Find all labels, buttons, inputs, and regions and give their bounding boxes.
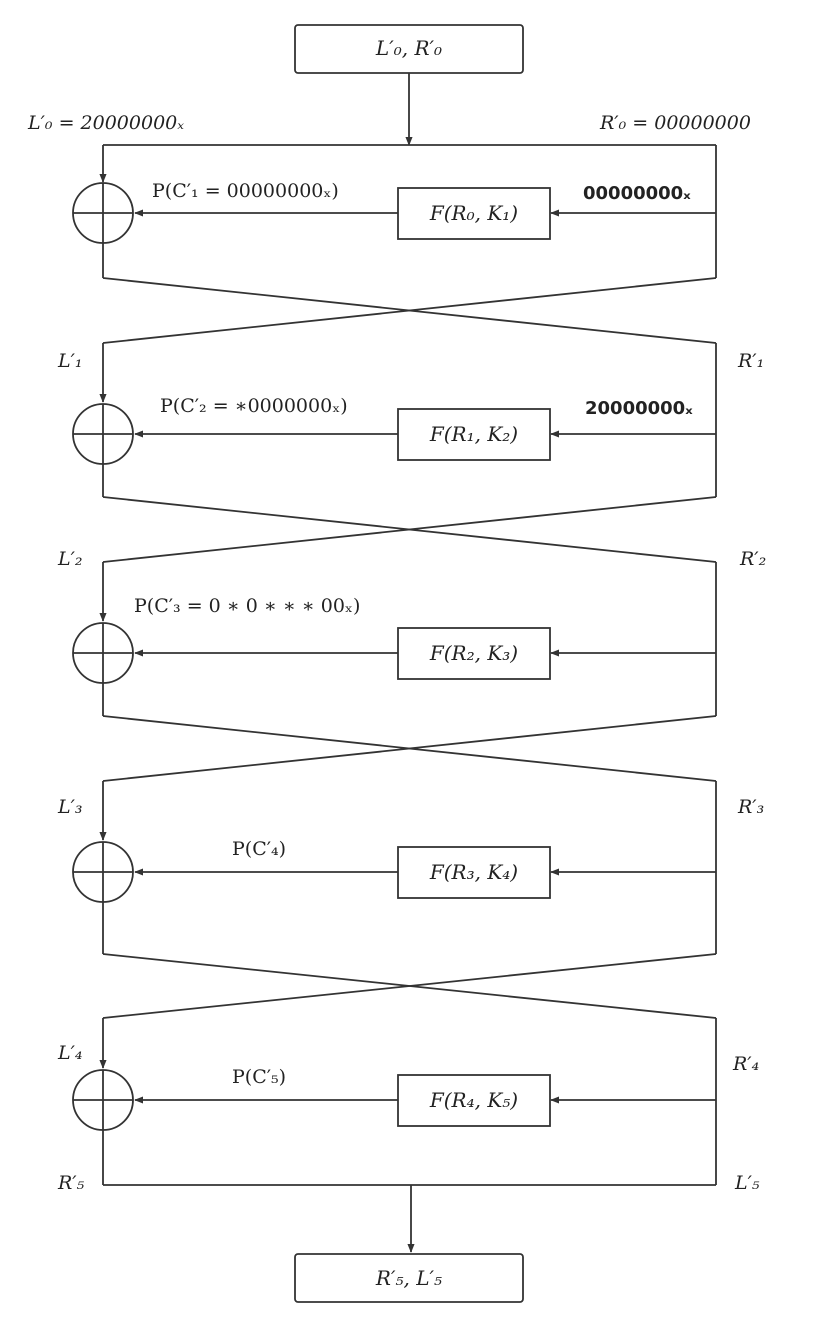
left-label-4: L′₄ (58, 1042, 83, 1064)
f-label-3: F(R₂, K₃) (429, 641, 519, 665)
f-label-5: F(R₄, K₅) (429, 1088, 519, 1112)
input-diff-1: 00000000ₓ (583, 183, 691, 204)
prob-label-2: P(C′₂ = ∗0000000ₓ) (160, 395, 348, 417)
right-label-4: R′₄ (733, 1053, 760, 1075)
prob-label-4: P(C′₄) (232, 838, 287, 860)
prob-label-1: P(C′₁ = 00000000ₓ) (152, 180, 339, 202)
cross-3b (102, 715, 717, 782)
cross-2b (102, 496, 717, 563)
final-left-label: R′₅ (58, 1172, 85, 1194)
right-label-2: R′₂ (740, 548, 767, 570)
prob-label-3: P(C′₃ = 0 ∗ 0 ∗ ∗ ∗ 00ₓ) (134, 595, 361, 617)
left-label-3: L′₃ (58, 796, 83, 818)
input-box-label: L′₀, R′₀ (375, 36, 443, 60)
final-right-label: L′₅ (735, 1172, 760, 1194)
prob-label-5: P(C′₅) (232, 1066, 287, 1088)
input-diff-2: 20000000ₓ (585, 398, 693, 419)
f-label-4: F(R₃, K₄) (429, 860, 519, 884)
initial-right-label: R′₀ = 00000000 (600, 112, 751, 134)
output-box-label: R′₅, L′₅ (375, 1266, 443, 1290)
right-label-1: R′₁ (738, 350, 765, 372)
cross-4b (102, 953, 717, 1019)
cross-1b (102, 277, 717, 344)
f-label-2: F(R₁, K₂) (429, 422, 519, 446)
left-label-2: L′₂ (58, 548, 83, 570)
output-box (294, 1253, 524, 1303)
right-label-3: R′₃ (738, 796, 765, 818)
f-label-1: F(R₀, K₁) (429, 201, 519, 225)
initial-left-label: L′₀ = 20000000ₓ (28, 112, 184, 134)
left-label-1: L′₁ (58, 350, 83, 372)
